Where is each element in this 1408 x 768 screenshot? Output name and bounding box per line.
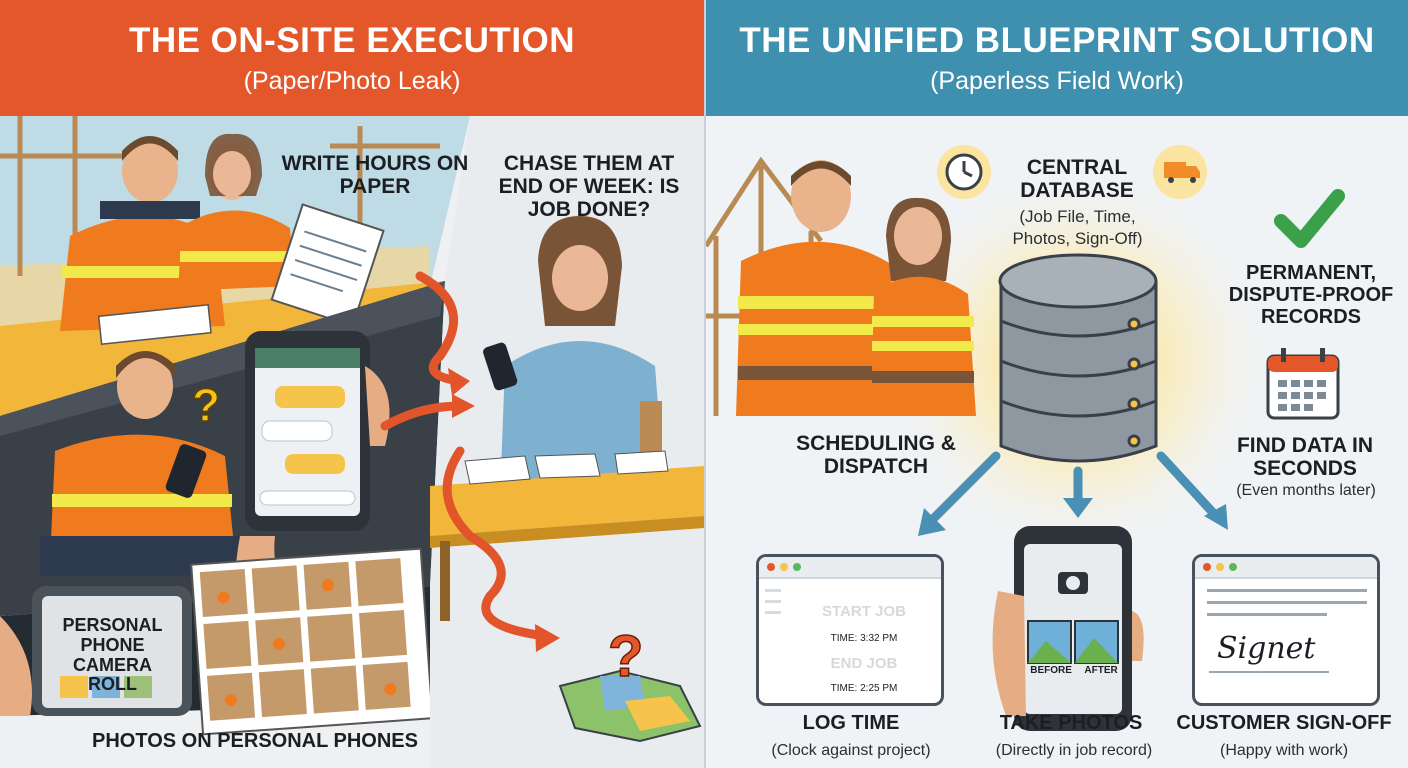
take-photos-detail: (Directly in job record) bbox=[995, 742, 1153, 759]
maximize-dot-icon bbox=[1229, 563, 1237, 571]
signature-line bbox=[1209, 671, 1329, 673]
check-icon bbox=[1274, 189, 1345, 248]
right-header: THE UNIFIED BLUEPRINT SOLUTION (Paperles… bbox=[706, 0, 1408, 116]
start-time: TIME: 3:32 PM bbox=[830, 633, 898, 644]
before-after-labels: BEFORE AFTER bbox=[1024, 665, 1124, 676]
log-time-detail: (Clock against project) bbox=[771, 742, 931, 759]
signoff-detail: (Happy with work) bbox=[1219, 742, 1349, 759]
happy-worker-figure bbox=[736, 160, 896, 416]
customer-signature: Signet bbox=[1217, 631, 1316, 666]
camera-roll-phone bbox=[0, 586, 192, 716]
take-photos-title: TAKE PHOTOS bbox=[999, 712, 1143, 734]
close-dot-icon bbox=[767, 563, 775, 571]
window-controls bbox=[759, 557, 941, 579]
question-mark-icon: ? bbox=[192, 379, 220, 431]
window-controls bbox=[1195, 557, 1377, 579]
log-time-title: LOG TIME bbox=[802, 712, 900, 734]
central-db-detail: (Job File, Time, Photos, Sign-Off) bbox=[1012, 207, 1143, 249]
confused-worker-figure bbox=[40, 351, 240, 576]
left-header-title: THE ON-SITE EXECUTION bbox=[128, 20, 576, 60]
left-scene-illustration: ? bbox=[0, 116, 704, 768]
personal-phone-label: PERSONAL PHONE CAMERA ROLL bbox=[62, 615, 163, 695]
happy-woman-figure bbox=[871, 197, 976, 416]
permanent-records-label: PERMANENT, DISPUTE-PROOF RECORDS bbox=[1228, 262, 1394, 328]
minimize-dot-icon bbox=[780, 563, 788, 571]
right-header-subtitle: (Paperless Field Work) bbox=[930, 66, 1184, 95]
close-dot-icon bbox=[1203, 563, 1211, 571]
right-panel: THE UNIFIED BLUEPRINT SOLUTION (Paperles… bbox=[706, 0, 1408, 768]
right-header-title: THE UNIFIED BLUEPRINT SOLUTION bbox=[739, 20, 1375, 60]
after-label: AFTER bbox=[1084, 665, 1118, 676]
sidebar-lines-icon bbox=[765, 589, 781, 614]
svg-text:?: ? bbox=[608, 624, 643, 689]
document-lines bbox=[1207, 589, 1367, 616]
database-icon bbox=[998, 253, 1158, 463]
photo-grid-illustration bbox=[190, 547, 434, 736]
panel-divider bbox=[704, 0, 706, 768]
delivery-truck-icon bbox=[1153, 145, 1207, 199]
find-data-detail: (Even months later) bbox=[1236, 482, 1376, 499]
end-job-label: END JOB bbox=[830, 655, 898, 672]
signoff-title: CUSTOMER SIGN-OFF bbox=[1176, 712, 1392, 734]
photos-personal-label: PHOTOS ON PERSONAL PHONES bbox=[92, 730, 418, 752]
office-desk bbox=[430, 450, 704, 621]
distribution-arrows bbox=[926, 451, 1221, 526]
before-label: BEFORE bbox=[1030, 665, 1072, 676]
scheduling-label: SCHEDULING & DISPATCH bbox=[796, 432, 956, 479]
left-header: THE ON-SITE EXECUTION (Paper/Photo Leak) bbox=[0, 0, 704, 116]
map-question-icon: ? bbox=[558, 623, 702, 743]
photo-phone-illustration bbox=[992, 526, 1144, 731]
paper-timesheet bbox=[270, 203, 385, 328]
minimize-dot-icon bbox=[1216, 563, 1224, 571]
chase-label: CHASE THEM AT END OF WEEK: IS JOB DONE? bbox=[498, 152, 680, 222]
worried-woman-figure bbox=[178, 133, 294, 291]
left-panel: THE ON-SITE EXECUTION (Paper/Photo Leak) bbox=[0, 0, 704, 768]
find-data-title: FIND DATA IN SECONDS bbox=[1236, 434, 1374, 481]
start-job-label: START JOB bbox=[822, 603, 906, 620]
maximize-dot-icon bbox=[793, 563, 801, 571]
left-header-subtitle: (Paper/Photo Leak) bbox=[243, 66, 461, 95]
central-db-title: CENTRAL DATABASE bbox=[1020, 156, 1134, 203]
arrow-heads bbox=[448, 368, 560, 652]
right-scene-illustration bbox=[706, 145, 1363, 731]
calendar-icon bbox=[1266, 348, 1340, 420]
signoff-card[interactable]: Signet bbox=[1192, 554, 1380, 706]
clock-icon bbox=[937, 145, 991, 199]
end-time: TIME: 2:25 PM bbox=[830, 683, 898, 694]
write-hours-label: WRITE HOURS ON PAPER bbox=[281, 152, 469, 199]
log-time-card[interactable]: START JOB TIME: 3:32 PM END JOB TIME: 2:… bbox=[756, 554, 944, 706]
